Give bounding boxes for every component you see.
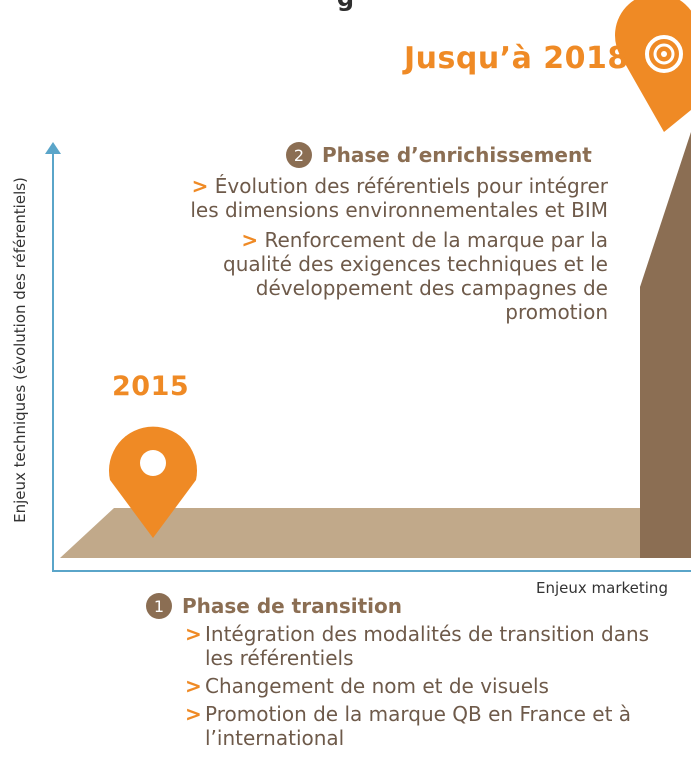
list-item: > Intégration des modalités de transitio… [185,622,665,670]
list-item: > Promotion de la marque QB en France et… [185,702,665,750]
y-axis-arrowhead [45,142,61,154]
year-end-label: Jusqu’à 2018 [404,41,629,76]
list-item-text: Changement de nom et de visuels [205,674,549,698]
phase-1-number-badge: 1 [146,593,172,619]
floor-plane [60,508,640,558]
list-item: > Renforcement de la marque par la quali… [188,228,608,324]
list-item-text: Évolution des référentiels pour intégrer… [190,174,608,222]
phase-2-heading: 2 Phase d’enrichissement [286,142,592,168]
chevron-right-icon: > [185,674,202,698]
target-pin-icon [615,0,691,132]
page-title-fragment: g [0,0,691,12]
x-axis-label: Enjeux marketing [536,579,668,597]
list-item: > Changement de nom et de visuels [185,674,665,698]
chevron-right-icon: > [185,702,202,726]
location-pin-icon [109,426,197,538]
phase-1-title: Phase de transition [182,594,402,618]
list-item-text: Intégration des modalités de transition … [205,622,650,670]
chevron-right-icon: > [185,622,202,646]
year-start-label: 2015 [112,371,190,402]
list-item-text: Renforcement de la marque par la qualité… [223,228,608,324]
phase-2-number-badge: 2 [286,142,312,168]
phase-1-heading: 1 Phase de transition [146,593,402,619]
chevron-right-icon: > [241,228,259,252]
phase-2-title: Phase d’enrichissement [322,143,592,167]
y-axis-label: Enjeux techniques (évolution des référen… [11,177,29,523]
growth-arrow [640,132,691,558]
phase-2-list: > Évolution des référentiels pour intégr… [188,174,608,330]
list-item: > Évolution des référentiels pour intégr… [188,174,608,222]
phase-1-list: > Intégration des modalités de transitio… [185,622,665,754]
chevron-right-icon: > [191,174,209,198]
list-item-text: Promotion de la marque QB en France et à… [205,702,632,750]
